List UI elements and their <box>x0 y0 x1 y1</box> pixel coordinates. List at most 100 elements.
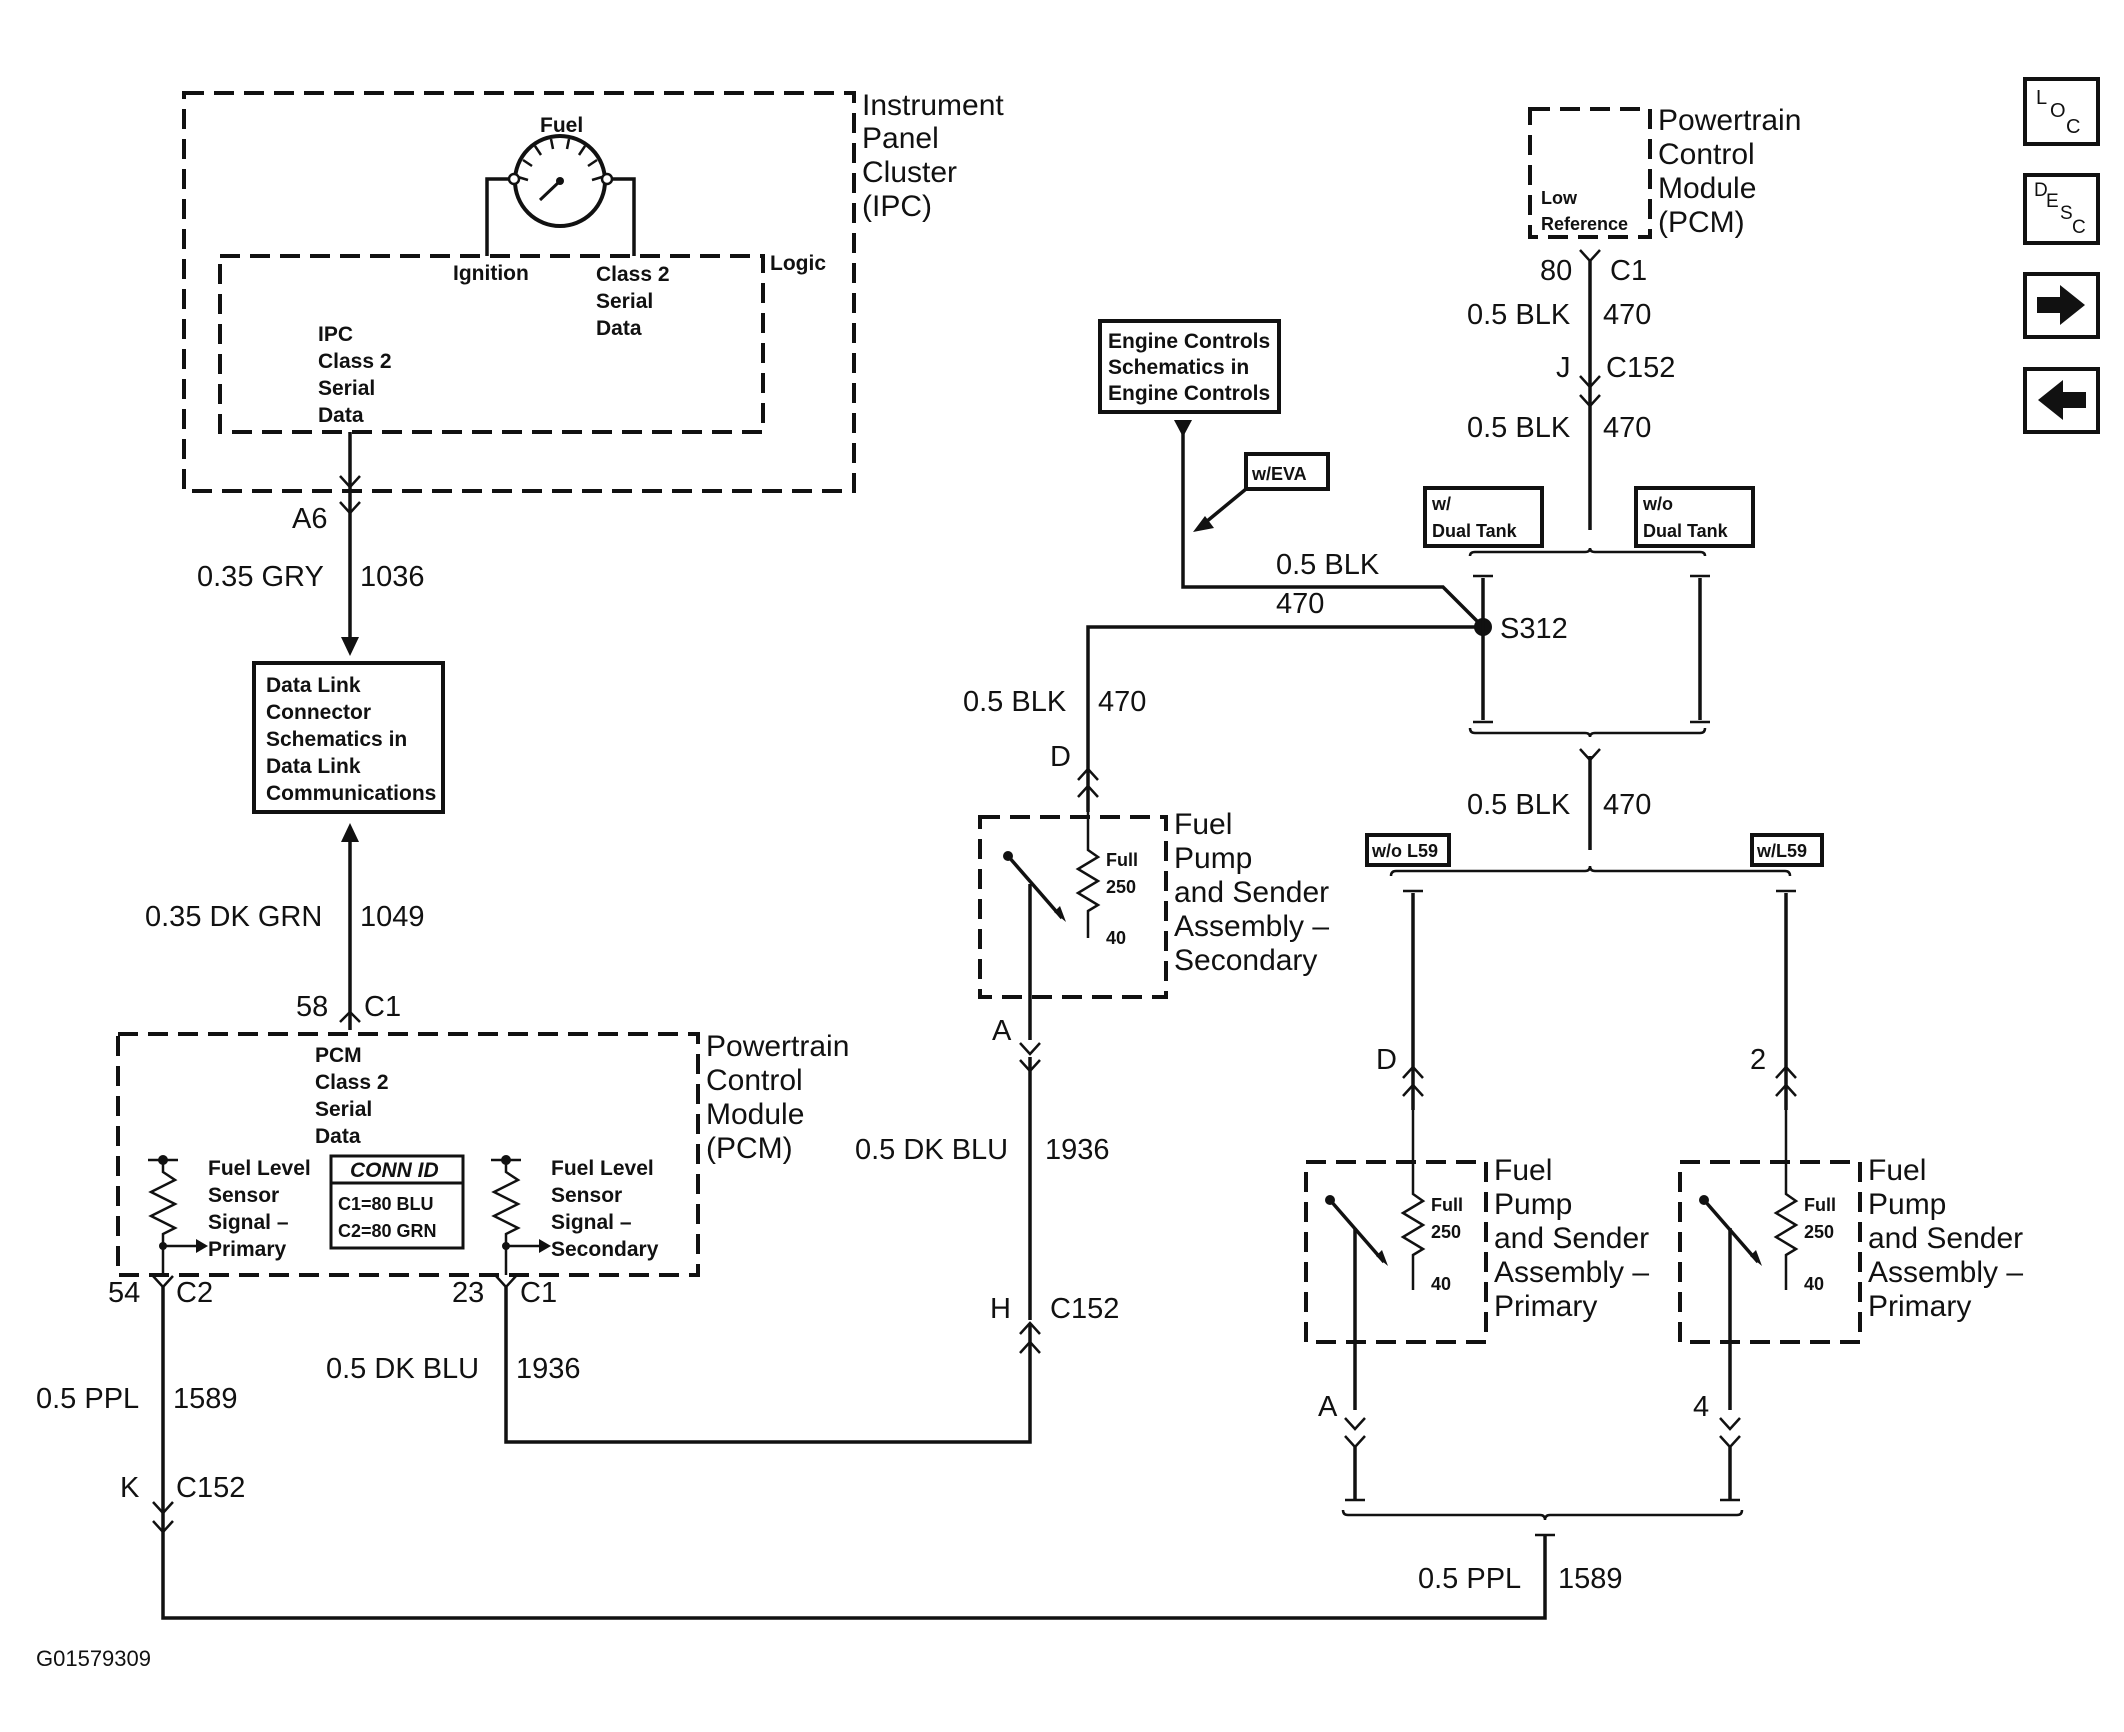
desc-c: C <box>2072 217 2086 238</box>
secondary-40: 40 <box>1106 928 1126 948</box>
loc-l: L <box>2036 87 2047 109</box>
secondary-title-5: Secondary <box>1174 944 1317 977</box>
primary-left-full: Full <box>1431 1195 1463 1215</box>
wire-1936-circuit-up: 1936 <box>1045 1134 1110 1166</box>
primary-label-1: Fuel Level <box>208 1157 311 1180</box>
ipc-title-4: (IPC) <box>862 190 932 223</box>
primary-right-title-3: and Sender <box>1868 1222 2023 1255</box>
ipc-serial-3: Serial <box>318 377 375 400</box>
ipc-class2-2: Serial <box>596 290 653 313</box>
wire-1036-circuit: 1036 <box>360 561 425 593</box>
wire-1936-size-low: 0.5 DK BLU <box>326 1353 479 1385</box>
wire-1936-circuit-low: 1936 <box>516 1353 581 1385</box>
primary-left-title-1: Fuel <box>1494 1154 1552 1187</box>
pin-54: 54 <box>108 1277 140 1309</box>
ipc-title-2: Panel <box>862 122 939 155</box>
no-dual-tank-1: w/o <box>1642 494 1673 514</box>
low-ref-2: Reference <box>1541 214 1628 234</box>
ipc-serial-4: Data <box>318 404 364 427</box>
engine-line-1: Engine Controls <box>1108 330 1270 353</box>
wire-1936-size-up: 0.5 DK BLU <box>855 1134 1008 1166</box>
primary-right-40: 40 <box>1804 1274 1824 1294</box>
wire-470-size-sec: 0.5 BLK <box>963 686 1067 718</box>
desc-e: E <box>2046 191 2059 212</box>
primary-label-2: Sensor <box>208 1184 279 1207</box>
wire-470-circuit-eng: 470 <box>1276 588 1324 620</box>
secondary-label-2: Sensor <box>551 1184 622 1207</box>
pcm-title-2: Control <box>706 1064 803 1097</box>
secondary-label-3: Signal – <box>551 1211 632 1234</box>
next-button[interactable] <box>2023 272 2100 339</box>
ipc-title-3: Cluster <box>862 156 957 189</box>
eva-option-label: w/EVA <box>1193 452 1330 532</box>
wire-1589-size-right: 0.5 PPL <box>1418 1563 1521 1595</box>
primary-right-title-4: Assembly – <box>1868 1256 2023 1289</box>
pcm-top-module: Powertrain Control Module (PCM) Low Refe… <box>1528 104 1801 239</box>
ipc-class2-1: Class 2 <box>596 263 670 286</box>
primary-right-title-1: Fuel <box>1868 1154 1926 1187</box>
fuel-sender-primary-left: Full 250 40 <box>1304 1110 1488 1410</box>
fuel-gauge-label: Fuel <box>540 114 583 137</box>
dlc-line-2: Connector <box>266 701 371 724</box>
dlc-line-4: Data Link <box>266 755 361 778</box>
description-button[interactable]: D E S C <box>2023 173 2100 245</box>
wire-470-circuit-top1: 470 <box>1603 299 1651 331</box>
engine-controls-reference-box[interactable]: Engine Controls Schematics in Engine Con… <box>1098 319 1281 414</box>
primary-right-title-5: Primary <box>1868 1290 1971 1323</box>
arrow-right-icon <box>2037 285 2085 325</box>
previous-button[interactable] <box>2023 367 2100 434</box>
pcm-serial-2: Class 2 <box>315 1071 389 1094</box>
fuel-sender-primary-right: Full 250 40 <box>1678 1110 1862 1410</box>
primary-sensor-resistor <box>148 1155 208 1275</box>
loc-c: C <box>2066 116 2080 138</box>
pin-2-primary: 2 <box>1750 1044 1766 1076</box>
pin-a-primary: A <box>1318 1391 1338 1423</box>
figure-id: G01579309 <box>36 1646 151 1671</box>
wire-470-size-eng: 0.5 BLK <box>1276 549 1380 581</box>
primary-right-250: 250 <box>1804 1222 1834 1242</box>
pcm-title-4: (PCM) <box>706 1132 793 1165</box>
wire-1036-size: 0.35 GRY <box>197 561 324 593</box>
dlc-reference-box[interactable]: Data Link Connector Schematics in Data L… <box>252 661 445 814</box>
fuel-sender-secondary: Full 250 40 <box>978 812 1168 1040</box>
pcm-serial-4: Data <box>315 1125 361 1148</box>
pcm-top-title-4: (PCM) <box>1658 206 1745 239</box>
dual-tank-2: Dual Tank <box>1432 521 1518 541</box>
pcm-title-1: Powertrain <box>706 1030 849 1063</box>
ipc-title-1: Instrument <box>862 89 1004 122</box>
wire-1049-circuit: 1049 <box>360 901 425 933</box>
pcm-module: Powertrain Control Module (PCM) PCM Clas… <box>116 1030 849 1277</box>
conn-c2: C2 <box>176 1277 213 1309</box>
secondary-label-4: Secondary <box>551 1238 659 1261</box>
secondary-full: Full <box>1106 850 1138 870</box>
ipc-class2-3: Data <box>596 317 642 340</box>
without-l59-option: w/o L59 <box>1365 833 1451 867</box>
pin-h: H <box>990 1293 1011 1325</box>
secondary-title-3: and Sender <box>1174 876 1329 909</box>
dual-tank-1: w/ <box>1431 494 1451 514</box>
conn-id-c2: C2=80 GRN <box>338 1221 437 1241</box>
pin-80: 80 <box>1540 255 1572 287</box>
conn-id-table: CONN ID C1=80 BLU C2=80 GRN <box>329 1154 465 1250</box>
primary-left-title-4: Assembly – <box>1494 1256 1649 1289</box>
eva-text: w/EVA <box>1251 464 1307 484</box>
dual-tank-option: w/ Dual Tank <box>1423 486 1544 548</box>
pcm-serial-1: PCM <box>315 1044 362 1067</box>
primary-right-full: Full <box>1804 1195 1836 1215</box>
conn-id-title: CONN ID <box>350 1159 439 1182</box>
conn-c1-80: C1 <box>1610 255 1647 287</box>
pin-d-primary: D <box>1376 1044 1397 1076</box>
no-dual-tank-2: Dual Tank <box>1643 521 1729 541</box>
no-dual-tank-option: w/o Dual Tank <box>1634 486 1755 548</box>
pin-j: J <box>1556 352 1571 384</box>
location-button[interactable]: L O C <box>2023 77 2100 146</box>
wire-1049-size: 0.35 DK GRN <box>145 901 322 933</box>
conn-c152-j: C152 <box>1606 352 1675 384</box>
secondary-250: 250 <box>1106 877 1136 897</box>
with-l59-text: w/L59 <box>1756 841 1807 861</box>
wire-1589-circuit-right: 1589 <box>1558 1563 1623 1595</box>
primary-left-40: 40 <box>1431 1274 1451 1294</box>
dlc-line-3: Schematics in <box>266 728 407 751</box>
primary-label-4: Primary <box>208 1238 287 1261</box>
